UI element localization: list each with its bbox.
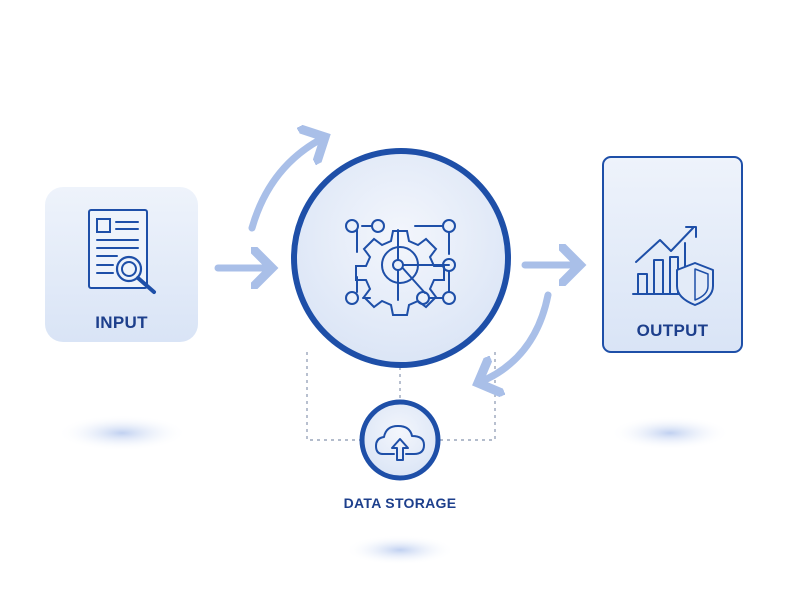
input-label: INPUT <box>95 313 148 332</box>
output-label: OUTPUT <box>636 321 709 340</box>
input-node[interactable] <box>45 187 198 342</box>
gear-network-icon <box>345 219 456 316</box>
storage-shadow <box>345 535 455 565</box>
process-node[interactable] <box>291 148 511 368</box>
cloud-upload-icon <box>375 425 425 461</box>
storage-node[interactable] <box>359 399 441 481</box>
arrow-loop-bottom <box>478 291 552 383</box>
chart-shield-icon <box>632 226 714 306</box>
flow-arrows <box>214 137 580 383</box>
input-shadow <box>57 415 187 451</box>
output-shadow <box>610 416 730 450</box>
storage-label: DATA STORAGE <box>343 495 457 511</box>
arrow-loop-top <box>248 137 325 232</box>
document-search-icon <box>88 209 156 294</box>
output-node[interactable] <box>602 156 743 353</box>
